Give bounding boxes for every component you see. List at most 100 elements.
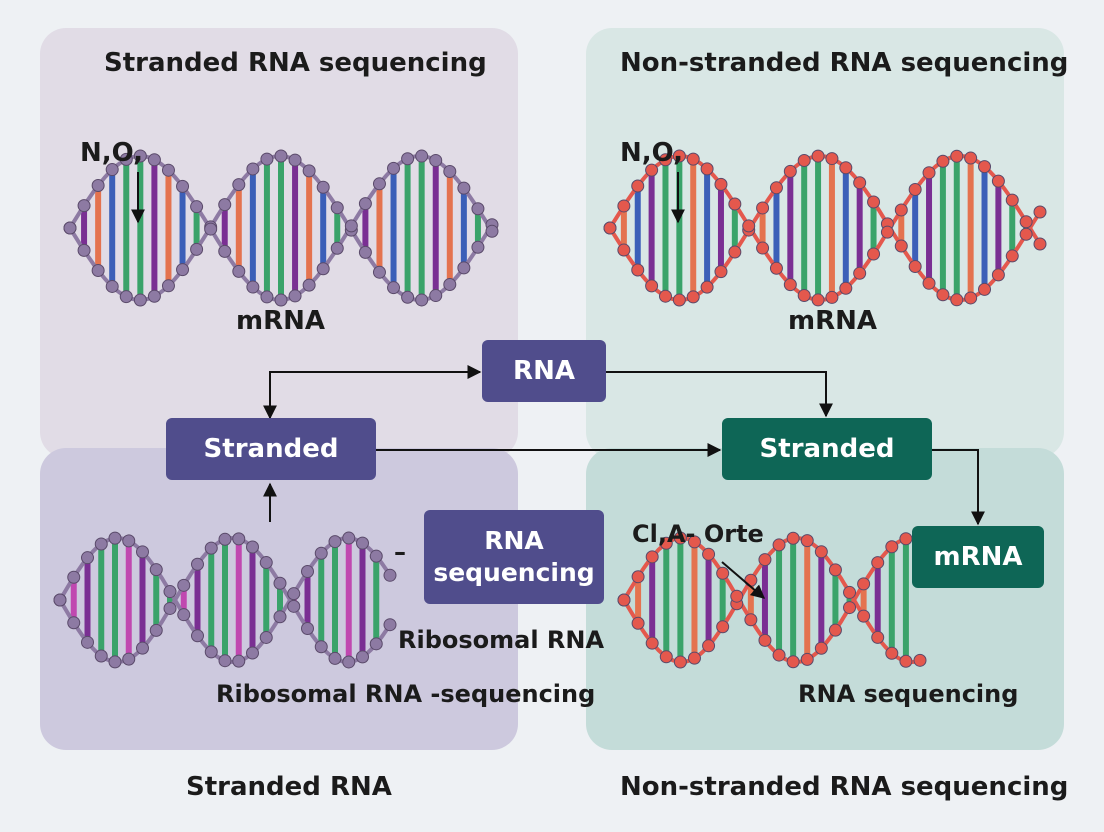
helix-bottom-right-bead [786, 531, 800, 545]
helix-top-right-bead [950, 293, 964, 307]
helix-top-left-bead [330, 241, 344, 255]
helix-bottom-right-bead [687, 651, 701, 665]
helix-top-left-bead [190, 200, 204, 214]
helix-top-left-bead [330, 201, 344, 215]
helix-top-right-bead [714, 177, 728, 191]
helix-top-left-bead [288, 153, 302, 167]
helix-bottom-right-backbone [622, 535, 921, 665]
helix-bottom-left-bead [314, 546, 328, 560]
helix-top-left-bead [316, 262, 330, 276]
connectors [131, 172, 985, 599]
helix-top-right-bead [631, 263, 645, 277]
helix-bottom-right-bead [885, 540, 899, 554]
helix-bottom-left-bead [383, 568, 397, 582]
rna-box: RNA [482, 340, 606, 402]
helix-bottom-right-bead [814, 641, 828, 655]
helix-bottom-right-bead [828, 563, 842, 577]
helix-bottom-left-bead [191, 629, 204, 643]
helix-top-right-bead [867, 195, 881, 209]
helix-bottom-left-bead [246, 540, 259, 554]
helix-top-right-bead [645, 279, 659, 293]
rna-sequencing-box: RNA sequencing [424, 510, 604, 604]
helix-bottom-left-bead [136, 545, 149, 559]
helix-top-right-bead [645, 163, 659, 177]
helix-bottom-right-bead [730, 589, 744, 603]
helix-bottom-left-bead [314, 640, 328, 654]
helix-bottom-right-bead [772, 648, 786, 662]
helix-bottom-right-bead [659, 536, 673, 550]
helix-bottom-left-bead [67, 616, 81, 630]
helix-top-left-bead [204, 222, 218, 236]
helix-bottom-right-bead [645, 636, 659, 650]
helix-top-right-bead [1019, 215, 1033, 229]
label-no-right: N,O, [620, 138, 684, 168]
helix-bottom-left-bead [108, 655, 122, 669]
helix-top-right-backbone [608, 153, 1042, 303]
helix-top-right-bead [728, 197, 742, 211]
helix-top-left-bead [302, 278, 316, 292]
helix-top-right-bead [950, 149, 964, 163]
helix-top-right-bead [936, 154, 950, 168]
helix-bottom-left-bead [369, 637, 383, 651]
title-stranded-rna-sequencing: Stranded RNA sequencing [104, 48, 487, 78]
helix-top-left-bead [119, 152, 133, 166]
helix-top-right-bead [700, 280, 714, 294]
helix-top-right-bead [964, 151, 978, 165]
helix-top-right-bead [991, 174, 1005, 188]
helix-bottom-right-bead [786, 655, 800, 669]
helix-top-left-bead [147, 289, 161, 303]
helix-top-right-bead [769, 181, 783, 195]
arrow-stranded-right-to-mrna [932, 449, 985, 526]
helix-bottom-left-bead [177, 578, 191, 592]
label-mrna-right: mRNA [788, 306, 877, 336]
helix-bottom-left-bead [108, 531, 122, 545]
helix-top-right-bead [894, 239, 908, 253]
helix-top-left-bead [133, 149, 147, 163]
helix-bottom-right-backbone [622, 535, 921, 665]
helix-top-right-bead [672, 293, 686, 307]
helix-bottom-left-bead [328, 651, 342, 665]
helix-top-left-bead [387, 281, 401, 295]
helix-top-left-bead [457, 181, 471, 195]
helix-bottom-left-bead [122, 534, 136, 548]
label-cl-a-orte: Cl,A- Orte [632, 520, 764, 548]
helix-top-right-bead [700, 162, 714, 176]
helix-bottom-left-bead [342, 655, 356, 669]
helix-top-right-bead [825, 152, 839, 166]
helix-top-right-bead [839, 161, 853, 175]
helix-bottom-right-bead [744, 613, 758, 627]
helix-top-right-bead [728, 245, 742, 259]
helix-bottom-right-bead [899, 532, 913, 546]
helix-layer [53, 149, 1047, 669]
helix-bottom-left-bead [218, 654, 232, 668]
helix-top-left-bead [161, 163, 175, 177]
helix-bottom-right-bead [885, 646, 899, 660]
helix-top-right-bead [797, 289, 811, 303]
arrow-rna-to-stranded-right [606, 371, 833, 418]
helix-bottom-left-bead [81, 551, 94, 565]
helix-top-right-bead [1033, 237, 1047, 251]
helix-bottom-right-bead [871, 630, 885, 644]
helix-bottom-left-bead [301, 622, 314, 636]
helix-bottom-right-bead [828, 623, 842, 637]
helix-bottom-right-bead [857, 577, 871, 591]
helix-top-right-bead [964, 291, 978, 305]
helix-top-right-bead [894, 203, 908, 217]
helix-bottom-left-bead [369, 549, 383, 563]
rna-sequencing-line2: sequencing [433, 558, 595, 587]
helix-bottom-right-bead [843, 601, 857, 615]
helix-bottom-right-bead [913, 653, 927, 667]
helix-top-left-bead [246, 280, 260, 294]
helix-top-right-bead [631, 179, 645, 193]
helix-bottom-left-bead [356, 650, 369, 664]
helix-bottom-right-bead [814, 545, 828, 559]
helix-bottom-left-bead [287, 587, 301, 601]
helix-bottom-right-bead [744, 573, 758, 587]
helix-top-left-bead [457, 261, 471, 275]
helix-bottom-right-bead [673, 655, 687, 669]
helix-top-left-bead [91, 263, 105, 277]
helix-bottom-left-bead [232, 654, 246, 668]
helix-bottom-right-bead [857, 609, 871, 623]
helix-top-right-bead [908, 260, 922, 274]
